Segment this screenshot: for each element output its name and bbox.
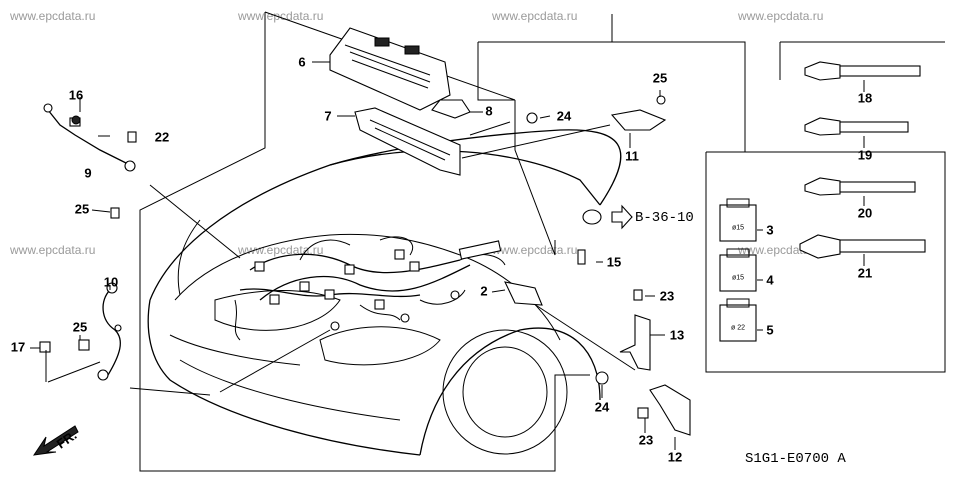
bracket-12	[649, 384, 691, 436]
callout-10: 10	[103, 274, 119, 290]
callout-25: 25	[652, 70, 668, 86]
fuses	[719, 198, 757, 342]
watermark: www.epcdata.ru	[492, 9, 578, 23]
callout-18: 18	[857, 90, 873, 106]
callout-11: 11	[625, 148, 639, 164]
watermark: www.epcdata.ru	[10, 243, 96, 257]
callout-16: 16	[68, 87, 84, 103]
watermark: www.epcdata.ru	[10, 9, 96, 23]
callout-6: 6	[298, 54, 306, 70]
callout-19: 19	[857, 147, 873, 163]
relay-box-bracket	[431, 99, 471, 119]
watermark: www.epcdata.ru	[492, 243, 578, 257]
watermark: www.epcdata.ru	[238, 9, 324, 23]
bracket-13	[619, 314, 651, 371]
callout-23: 23	[659, 288, 675, 304]
relay-box-cover	[329, 27, 451, 111]
callout-20: 20	[857, 205, 873, 221]
callout-9: 9	[84, 165, 92, 181]
front-arrow	[32, 425, 79, 456]
ground-cable	[43, 103, 136, 172]
callout-23: 23	[638, 432, 654, 448]
callout-22: 22	[154, 129, 170, 145]
fuse-stamp: ø 22	[730, 324, 746, 332]
reference-arrow	[611, 204, 633, 230]
cross-reference: B-36-10	[635, 210, 694, 226]
callout-3: 3	[766, 222, 774, 238]
engine-room-box	[354, 107, 461, 176]
watermark: www.epcdata.ru	[738, 9, 824, 23]
callout-5: 5	[766, 322, 774, 338]
diagram-code: S1G1-E0700 A	[745, 451, 846, 467]
battery-cable	[97, 282, 122, 381]
callout-25: 25	[74, 201, 90, 217]
callout-12: 12	[667, 449, 683, 465]
callout-leaders	[30, 61, 865, 450]
callout-2: 2	[480, 283, 488, 299]
car-body	[147, 129, 622, 456]
fuse-stamp: ø15	[731, 274, 745, 282]
callout-4: 4	[766, 272, 774, 288]
callout-21: 21	[857, 265, 873, 281]
callout-24: 24	[594, 399, 610, 415]
callout-7: 7	[324, 108, 332, 124]
callout-24: 24	[556, 108, 572, 124]
callout-15: 15	[606, 254, 622, 270]
callout-8: 8	[485, 103, 493, 119]
callout-25: 25	[72, 319, 88, 335]
bolts	[39, 95, 666, 419]
callout-13: 13	[669, 327, 685, 343]
callout-17: 17	[10, 339, 26, 355]
leader-lines	[47, 121, 636, 396]
holder-2	[504, 281, 543, 306]
fuse-stamp: ø15	[731, 224, 745, 232]
engine-wire-harness	[234, 236, 506, 341]
bracket-11	[610, 109, 667, 131]
harness-clips	[799, 61, 926, 259]
watermark: www.epcdata.ru	[238, 243, 324, 257]
